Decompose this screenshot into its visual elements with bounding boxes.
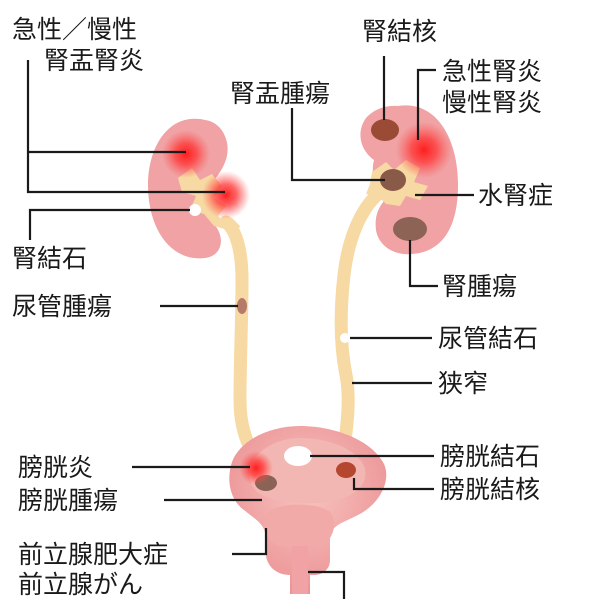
label-acute-chronic: 急性／慢性: [12, 15, 138, 44]
bladder-stone-mark: [284, 446, 312, 466]
label-bladder-tuberculosis: 膀胱結核: [440, 475, 541, 504]
leader-pyelonephritis: [26, 60, 225, 194]
pyelonephritis-glow-upper: [162, 130, 210, 178]
label-renal-pelvis-tumor: 腎盂腫瘍: [230, 79, 331, 108]
label-prostate-cancer: 前立腺がん: [18, 570, 144, 599]
label-stricture: 狭窄: [438, 369, 489, 398]
leader-kidney-stone: [28, 208, 190, 240]
label-kidney-stone: 腎結石: [12, 244, 88, 273]
kidney-stone-mark: [189, 204, 201, 216]
pyelonephritis-glow-lower: [202, 171, 250, 219]
label-ureter-stone: 尿管結石: [438, 324, 539, 353]
prostate: [263, 504, 335, 546]
label-hydronephrosis: 水腎症: [478, 181, 554, 210]
ureter-stone-mark: [340, 333, 350, 343]
label-pyelonephritis: 腎盂腎炎: [44, 46, 145, 75]
leader-nephritis: [416, 68, 436, 140]
left-ureter: [219, 215, 259, 459]
renal-pelvis-tumor-lesion: [380, 169, 406, 191]
label-chronic-nephritis: 慢性腎炎: [442, 88, 543, 117]
label-ureter-tumor: 尿管腫瘍: [12, 292, 113, 321]
kidney-tumor-lesion: [393, 217, 427, 241]
cystitis-glow: [239, 451, 273, 485]
bladder-tuberculosis-lesion: [336, 462, 356, 478]
label-prostate-hypertrophy: 前立腺肥大症: [18, 540, 169, 569]
label-acute-nephritis: 急性腎炎: [442, 57, 543, 86]
leader-kidney-tumor: [408, 240, 438, 288]
label-bladder-tumor: 膀胱腫瘍: [18, 486, 119, 515]
leader-renal-pelvis-tumor: [290, 108, 385, 182]
right-ureter: [334, 187, 385, 455]
label-cystitis: 膀胱炎: [18, 453, 94, 482]
label-kidney-tumor: 腎腫瘍: [442, 272, 518, 301]
renal-tuberculosis-lesion: [371, 119, 399, 141]
label-bladder-stone: 膀胱結石: [440, 442, 541, 471]
leader-prostate-cancer: [308, 570, 346, 599]
leader-lines: [26, 56, 474, 599]
bladder-lumen: [249, 438, 366, 504]
ureter-tumor-lesion: [237, 298, 247, 314]
leader-prostate-hypertrophy: [232, 528, 268, 556]
leader-bladder-tuberculosis: [352, 478, 434, 491]
urethra: [292, 546, 308, 594]
label-renal-tuberculosis: 腎結核: [362, 17, 438, 46]
nephritis-glow: [396, 122, 452, 178]
